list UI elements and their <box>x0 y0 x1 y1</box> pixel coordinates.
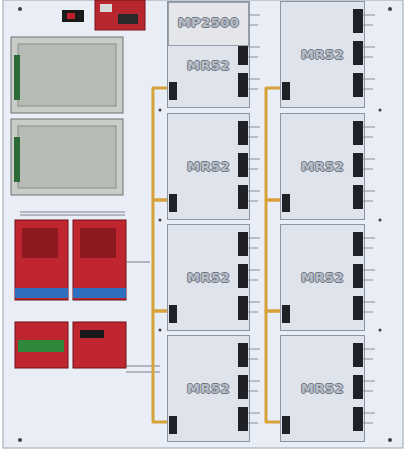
terminal-block <box>238 232 248 256</box>
terminal-block <box>353 407 363 431</box>
board-label: MR52 <box>168 58 249 73</box>
board-plate <box>280 335 365 442</box>
board-label: MR52 <box>281 47 364 62</box>
terminal-block <box>353 41 363 65</box>
power-switch <box>62 10 84 22</box>
terminal-block <box>353 232 363 256</box>
terminal-block <box>353 343 363 367</box>
board-plate <box>280 224 365 331</box>
cable <box>153 200 167 311</box>
terminal-block <box>353 375 363 399</box>
terminal-block <box>353 185 363 209</box>
reader-board: MR52 <box>167 335 250 442</box>
terminal-block <box>353 153 363 177</box>
board-label: MR52 <box>168 159 249 174</box>
terminal-block <box>238 343 248 367</box>
reader-board: MR52 <box>280 1 365 108</box>
terminal-block <box>353 121 363 145</box>
cable <box>266 88 280 200</box>
board-label: MR52 <box>281 270 364 285</box>
terminal-block <box>238 375 248 399</box>
terminal-block <box>238 153 248 177</box>
cable <box>153 88 167 200</box>
board-plate <box>167 224 250 331</box>
reader-board: MR52 <box>167 113 250 220</box>
reader-board: MR52 MP2500 <box>167 1 250 108</box>
controller-board <box>15 220 126 368</box>
board-label: MR52 <box>168 381 249 396</box>
small-board <box>95 0 145 30</box>
terminal-block <box>238 407 248 431</box>
terminal-block <box>353 264 363 288</box>
cable <box>266 311 280 422</box>
reader-board: MR52 <box>280 113 365 220</box>
power-supply <box>11 37 123 195</box>
cable <box>266 200 280 311</box>
terminal-block <box>353 9 363 33</box>
terminal-block <box>353 73 363 97</box>
board-plate <box>280 113 365 220</box>
board-plate <box>280 1 365 108</box>
reader-board: MR52 <box>280 335 365 442</box>
board-plate <box>167 113 250 220</box>
board-label: MR52 <box>281 159 364 174</box>
board-label: MR52 <box>168 270 249 285</box>
terminal-block <box>238 185 248 209</box>
terminal-block <box>238 73 248 97</box>
board-plate <box>167 335 250 442</box>
board-label: MP2500 <box>169 15 248 30</box>
terminal-block <box>238 121 248 145</box>
terminal-block <box>353 296 363 320</box>
power-board: MP2500 <box>168 2 249 46</box>
board-plate <box>167 1 250 108</box>
reader-board: MR52 <box>167 224 250 331</box>
cable <box>153 311 167 422</box>
board-label: MR52 <box>281 381 364 396</box>
reader-board: MR52 <box>280 224 365 331</box>
terminal-block <box>238 264 248 288</box>
terminal-block <box>238 296 248 320</box>
